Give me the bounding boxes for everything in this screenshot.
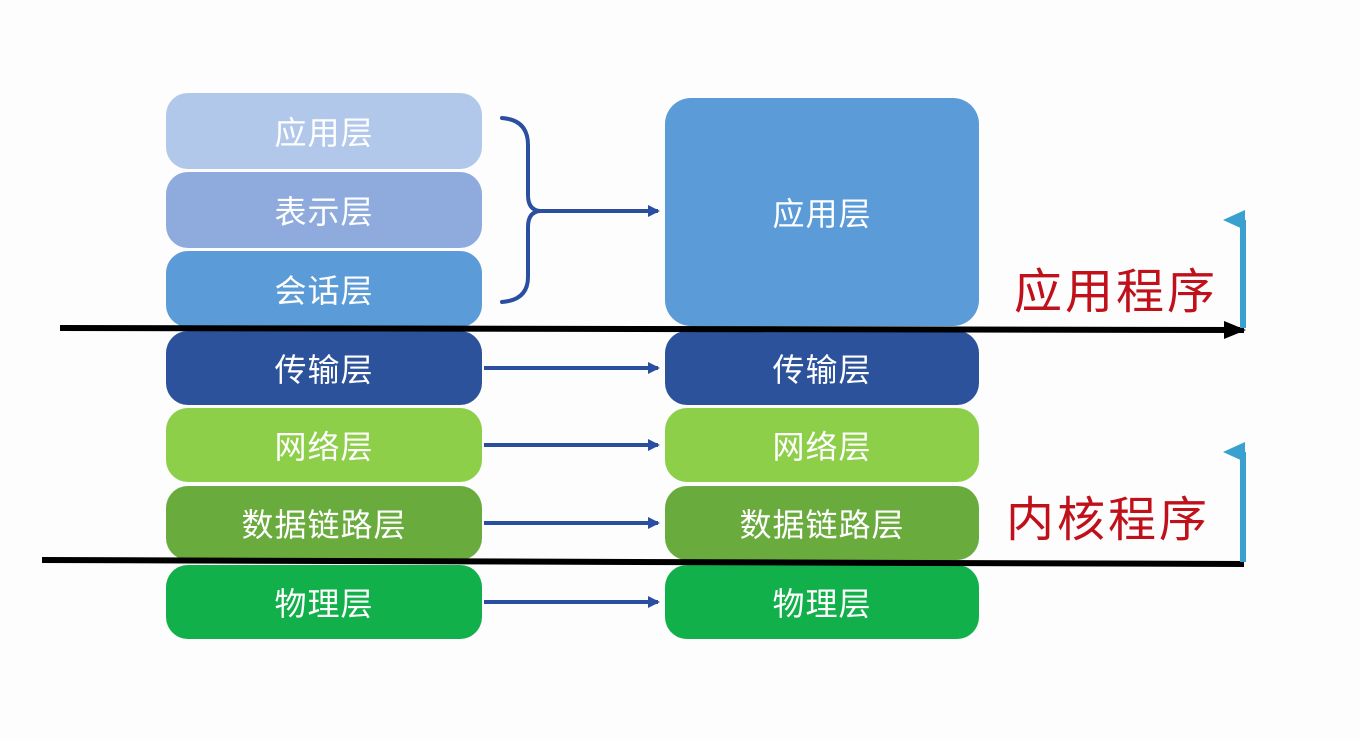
- application-program-label: 应用程序: [1014, 264, 1219, 320]
- osi-physical-layer: 物理层: [166, 565, 482, 639]
- osi-data-link-layer: 数据链路层: [166, 486, 482, 560]
- osi-presentation-layer: 表示层: [166, 172, 482, 248]
- osi-application-layer: 应用层: [166, 93, 482, 169]
- tcpip-application-layer: 应用层: [665, 98, 979, 326]
- osi-network-layer: 网络层: [166, 408, 482, 482]
- tcpip-transport-layer: 传输层: [665, 331, 979, 405]
- kernel-program-label: 内核程序: [1006, 492, 1211, 548]
- application-boundary-line: [59, 320, 1246, 339]
- tcpip-physical-layer: 物理层: [665, 565, 979, 639]
- kernel-boundary-line: [41, 557, 1245, 567]
- osi-transport-layer: 传输层: [166, 331, 482, 405]
- grouping-brace: [500, 116, 541, 304]
- osi-session-layer: 会话层: [166, 251, 482, 327]
- tcpip-data-link-layer: 数据链路层: [665, 486, 979, 560]
- tcpip-network-layer: 网络层: [665, 408, 979, 482]
